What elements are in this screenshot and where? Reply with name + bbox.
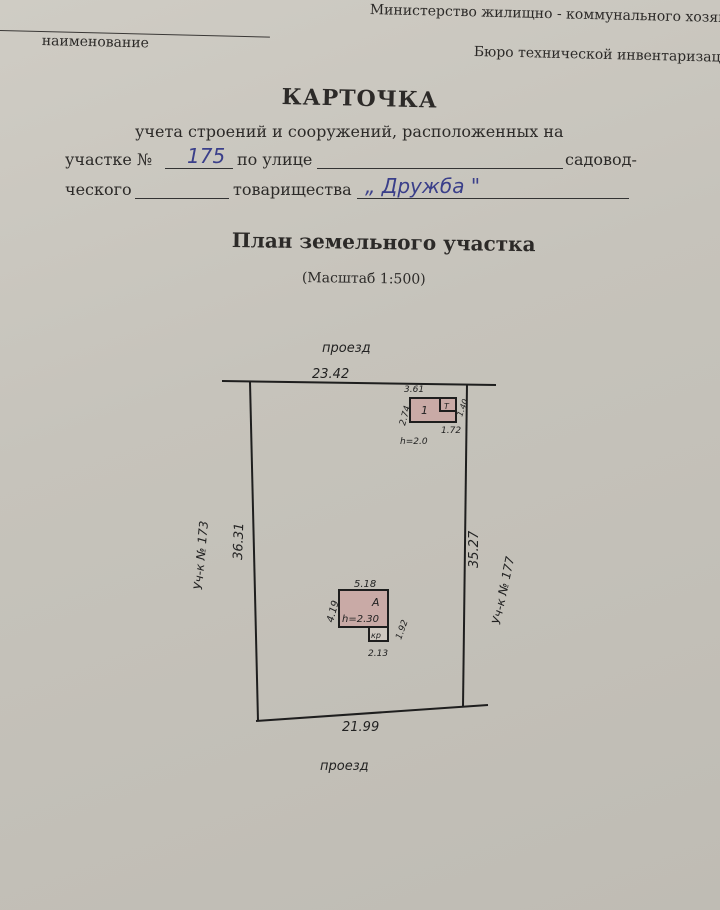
building-1-annex <box>439 397 457 412</box>
garden-prefix: ческого <box>65 180 132 199</box>
left-neighbor: Уч-к № 173 <box>191 520 211 590</box>
plot-label: участке № <box>65 150 153 169</box>
bottom-road-label: проезд <box>320 759 369 774</box>
right-length: 35.27 <box>467 530 482 568</box>
building-a-porch-width: 2.13 <box>368 649 388 659</box>
building-a-porch <box>368 626 389 642</box>
top-road-label: проезд <box>322 341 371 356</box>
card-fields: участке № 175 по улице садовод- ческого … <box>65 144 645 212</box>
building-a-porch-label: кр <box>371 631 381 640</box>
building-a <box>338 589 389 628</box>
building-1-annex-depth: 1.40 <box>455 398 470 418</box>
garden-suffix: садовод- <box>565 150 637 169</box>
building-a-height: h=2.30 <box>342 614 379 625</box>
card-line1: учета строений и сооружений, расположенн… <box>135 122 564 141</box>
right-neighbor: Уч-к № 177 <box>489 555 517 626</box>
building-1-label: 1 <box>421 404 428 417</box>
bottom-boundary <box>255 704 489 722</box>
partnership-label: товарищества <box>233 180 352 199</box>
left-boundary <box>249 381 259 722</box>
partnership-value: „ Дружба " <box>365 174 481 198</box>
building-a-porch-depth: 1.92 <box>394 619 410 642</box>
building-a-label: А <box>371 596 380 609</box>
building-1-height: h=2.0 <box>400 437 428 447</box>
building-a-width: 5.18 <box>354 579 376 590</box>
building-1-annex-label: Т <box>444 402 450 411</box>
bottom-length: 21.99 <box>342 720 379 735</box>
right-boundary <box>462 383 468 708</box>
plot-number: 175 <box>187 144 226 168</box>
street-label: по улице <box>237 150 313 169</box>
building-1-annex-width: 1.72 <box>441 426 461 436</box>
left-length: 36.31 <box>231 522 247 560</box>
top-boundary <box>221 380 497 386</box>
top-length: 23.42 <box>312 367 349 382</box>
street-field <box>317 168 563 169</box>
building-1-width: 3.61 <box>404 385 424 395</box>
